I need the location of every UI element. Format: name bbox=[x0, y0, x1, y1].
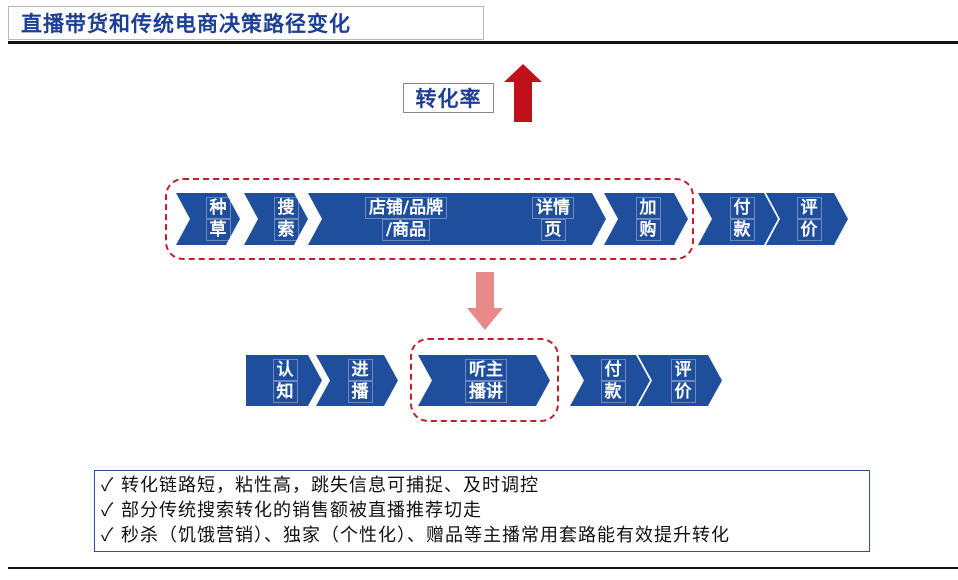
trad-step-6-line1: 付 bbox=[729, 196, 755, 219]
trad-step-5-line2: 购 bbox=[635, 219, 661, 242]
note-item: ✓ 转化链路短，粘性高，跳失信息可捕捉、及时调控 bbox=[101, 475, 540, 496]
trad-step-4-line1: 详情 bbox=[532, 196, 574, 219]
note-item: ✓ 秒杀（饥饿营销）、独家（个性化）、赠品等主播常用套路能有效提升转化 bbox=[101, 525, 731, 546]
live-step-1-line2: 知 bbox=[272, 380, 298, 403]
live-step-5-line2: 价 bbox=[670, 380, 696, 403]
live-step-2: 进播 bbox=[316, 355, 398, 406]
trad-step-5-line1: 加 bbox=[635, 196, 661, 219]
page-title: 直播带货和传统电商决策路径变化 bbox=[8, 6, 484, 40]
up-arrow-icon bbox=[504, 64, 542, 122]
live-step-2-line2: 播 bbox=[347, 380, 373, 403]
live-step-3-line2: 播讲 bbox=[465, 380, 507, 403]
live-step-4: 付款 bbox=[570, 355, 650, 406]
trad-step-7-line2: 价 bbox=[796, 219, 822, 242]
live-step-4-line2: 款 bbox=[600, 380, 626, 403]
trad-step-3: 店铺/品牌/商品 bbox=[308, 193, 504, 245]
trad-step-2-line1: 搜 bbox=[273, 196, 299, 219]
trad-step-2-line2: 索 bbox=[273, 219, 299, 242]
note-item: ✓ 部分传统搜索转化的销售额被直播推荐切走 bbox=[101, 500, 483, 521]
top-divider bbox=[8, 41, 958, 44]
trad-step-7-line1: 评 bbox=[796, 196, 822, 219]
trad-step-1: 种草 bbox=[176, 193, 240, 245]
live-step-5-line1: 评 bbox=[670, 358, 696, 381]
live-step-3: 听主播讲 bbox=[418, 355, 550, 406]
live-step-2-line1: 进 bbox=[347, 358, 373, 381]
live-highlight-box bbox=[410, 338, 559, 422]
trad-step-3-line2: /商品 bbox=[381, 219, 431, 242]
trad-step-1-line1: 种 bbox=[205, 196, 231, 219]
trad-step-3-line1: 店铺/品牌 bbox=[364, 196, 448, 219]
bottom-divider bbox=[8, 567, 958, 569]
conversion-rate-label: 转化率 bbox=[403, 83, 494, 113]
trad-step-5: 加购 bbox=[604, 193, 688, 245]
live-step-1-line1: 认 bbox=[272, 358, 298, 381]
trad-step-2: 搜索 bbox=[244, 193, 308, 245]
live-step-5: 评价 bbox=[638, 355, 722, 406]
trad-step-4: 详情页 bbox=[484, 193, 606, 245]
live-step-3-line1: 听主 bbox=[465, 358, 507, 381]
trad-step-4-line2: 页 bbox=[540, 219, 566, 242]
live-step-4-line1: 付 bbox=[600, 358, 626, 381]
trad-step-6: 付款 bbox=[698, 193, 778, 245]
live-step-1: 认知 bbox=[246, 355, 322, 406]
trad-step-6-line2: 款 bbox=[729, 219, 755, 242]
down-arrow-icon bbox=[467, 272, 503, 330]
trad-step-7: 评价 bbox=[766, 193, 848, 245]
notes-box: ✓ 转化链路短，粘性高，跳失信息可捕捉、及时调控 ✓ 部分传统搜索转化的销售额被… bbox=[94, 470, 870, 552]
trad-step-1-line2: 草 bbox=[205, 219, 231, 242]
traditional-highlight-box bbox=[165, 178, 694, 260]
